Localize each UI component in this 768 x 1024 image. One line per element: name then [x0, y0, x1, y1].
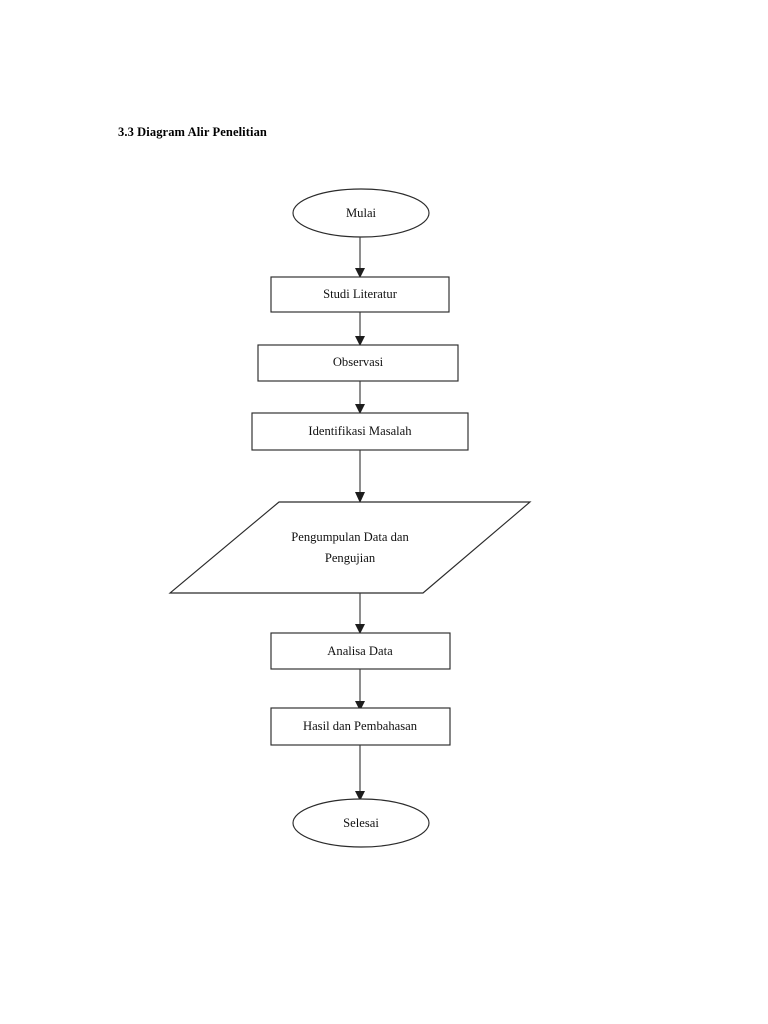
- node-label-mulai: Mulai: [346, 206, 377, 220]
- rectangle-shape: [270, 632, 451, 670]
- node-label-studi-literatur: Studi Literatur: [323, 287, 398, 301]
- arrow-head-icon: [355, 404, 365, 414]
- node-studi-literatur[interactable]: Studi Literatur: [270, 276, 450, 313]
- connector-mulai-to-studi-literatur: [355, 237, 365, 278]
- rectangle-shape: [270, 276, 450, 313]
- arrow-head-icon: [355, 624, 365, 634]
- node-label-analisa-data: Analisa Data: [327, 644, 393, 658]
- node-selesai[interactable]: Selesai: [292, 798, 430, 848]
- rectangle-shape: [270, 707, 451, 746]
- node-label-observasi: Observasi: [333, 355, 384, 369]
- parallelogram-shape: [168, 501, 532, 594]
- node-label-identifikasi-masalah: Identifikasi Masalah: [308, 424, 412, 438]
- node-analisa-data[interactable]: Analisa Data: [270, 632, 451, 670]
- node-identifikasi-masalah[interactable]: Identifikasi Masalah: [251, 412, 469, 451]
- arrow-head-icon: [355, 336, 365, 346]
- rectangle-shape: [251, 412, 469, 451]
- ellipse-shape: [292, 798, 430, 848]
- node-hasil-dan-pembahasan[interactable]: Hasil dan Pembahasan: [270, 707, 451, 746]
- arrow-head-icon: [355, 701, 365, 711]
- connector-pengumpulan-data-to-analisa-data: [355, 593, 365, 634]
- connector-studi-literatur-to-observasi: [355, 312, 365, 346]
- connector-observasi-to-identifikasi-masalah: [355, 381, 365, 414]
- connector-identifikasi-masalah-to-pengumpulan-data: [355, 450, 365, 503]
- node-pengumpulan-data-dan-pengujian[interactable]: Pengumpulan Data dan Pengujian: [168, 501, 532, 594]
- node-mulai[interactable]: Mulai: [292, 188, 430, 238]
- arrow-head-icon: [355, 268, 365, 278]
- arrow-head-icon: [355, 791, 365, 801]
- node-observasi[interactable]: Observasi: [257, 344, 459, 382]
- page-title: 3.3 Diagram Alir Penelitian: [118, 125, 267, 139]
- ellipse-shape: [292, 188, 430, 238]
- arrow-head-icon: [355, 492, 365, 503]
- node-label-pengumpulan-data-line2: Pengujian: [325, 551, 376, 565]
- node-label-selesai: Selesai: [343, 816, 379, 830]
- node-label-hasil-dan-pembahasan: Hasil dan Pembahasan: [303, 719, 418, 733]
- connector-analisa-data-to-hasil-dan-pembahasan: [355, 669, 365, 711]
- node-label-pengumpulan-data-line1: Pengumpulan Data dan: [291, 530, 409, 544]
- connector-hasil-dan-pembahasan-to-selesai: [355, 745, 365, 801]
- rectangle-shape: [257, 344, 459, 382]
